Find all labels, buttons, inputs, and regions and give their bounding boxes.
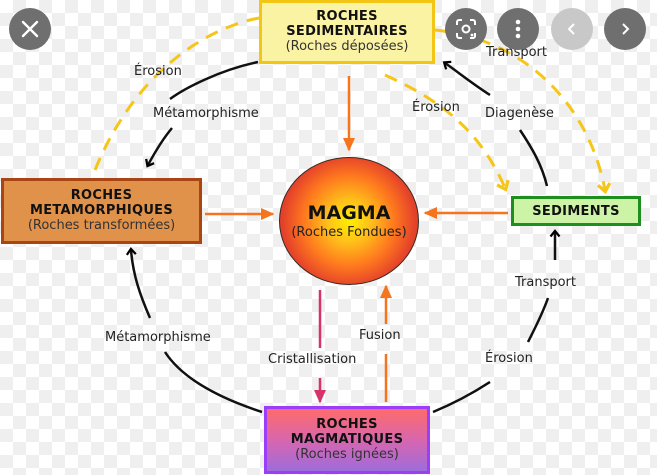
erosion-right-arc-bottom [432, 380, 491, 414]
magma-title: MAGMA [307, 201, 391, 224]
label-transport-right: Transport [515, 275, 577, 290]
node-sediments: SEDIMENTS [511, 196, 641, 226]
node-subtitle: (Roches déposées) [285, 39, 409, 54]
label-metamorphisme-top: Métamorphisme [153, 106, 259, 121]
node-roches-sedimentaires: ROCHES SEDIMENTAIRES (Roches déposées) [259, 0, 435, 64]
metamorphisme-top-arrowhead [145, 127, 173, 168]
more-options-button[interactable] [497, 8, 539, 50]
node-subtitle: (Roches ignées) [295, 447, 399, 462]
label-erosion-bottom-right: Érosion [485, 351, 533, 366]
erosion-right-arc-top [526, 297, 550, 343]
node-title-line1: ROCHES [316, 417, 378, 432]
node-title-line2: MAGMATIQUES [290, 432, 404, 447]
close-icon [21, 20, 39, 38]
node-title-line1: ROCHES [70, 188, 133, 203]
label-erosion-top-left: Érosion [134, 64, 182, 79]
chevron-left-icon [567, 23, 575, 35]
diagenese-arrow-top [442, 60, 491, 97]
magma-subtitle: (Roches Fondues) [291, 224, 407, 240]
node-magma: MAGMA (Roches Fondues) [279, 157, 419, 285]
node-title: SEDIMENTS [532, 203, 620, 219]
next-image-button[interactable] [604, 8, 646, 50]
lens-search-button[interactable] [445, 8, 487, 50]
metamorphisme-bottom-arc [163, 351, 263, 414]
label-metamorphisme-bottom: Métamorphisme [105, 330, 211, 345]
label-fusion: Fusion [359, 328, 401, 343]
node-title-line1: ROCHES [316, 9, 378, 24]
node-roches-magmatiques: ROCHES MAGMATIQUES (Roches ignées) [264, 406, 430, 474]
label-cristallisation: Cristallisation [268, 352, 357, 367]
more-vertical-icon [515, 19, 521, 39]
erosion-meta-to-sediments-arrow [93, 16, 260, 171]
previous-image-button[interactable] [551, 8, 593, 50]
node-subtitle: (Roches transformées) [27, 218, 176, 233]
label-diagenese: Diagenèse [485, 106, 554, 121]
node-title-line2: SEDIMENTAIRES [286, 24, 408, 39]
label-erosion-top-right: Érosion [412, 100, 460, 115]
metamorphisme-bottom-arrow [125, 247, 152, 319]
label-transport-top: Transport [486, 45, 548, 60]
chevron-right-icon [622, 23, 630, 35]
node-title-line2: METAMORPHIQUES [29, 203, 174, 218]
close-button[interactable] [9, 8, 51, 50]
lens-search-icon [456, 19, 476, 39]
metamorphisme-top-arrow [169, 60, 259, 101]
node-roches-metamorphiques: ROCHES METAMORPHIQUES (Roches transformé… [1, 178, 202, 244]
diagenese-arrow-bottom [518, 129, 549, 187]
